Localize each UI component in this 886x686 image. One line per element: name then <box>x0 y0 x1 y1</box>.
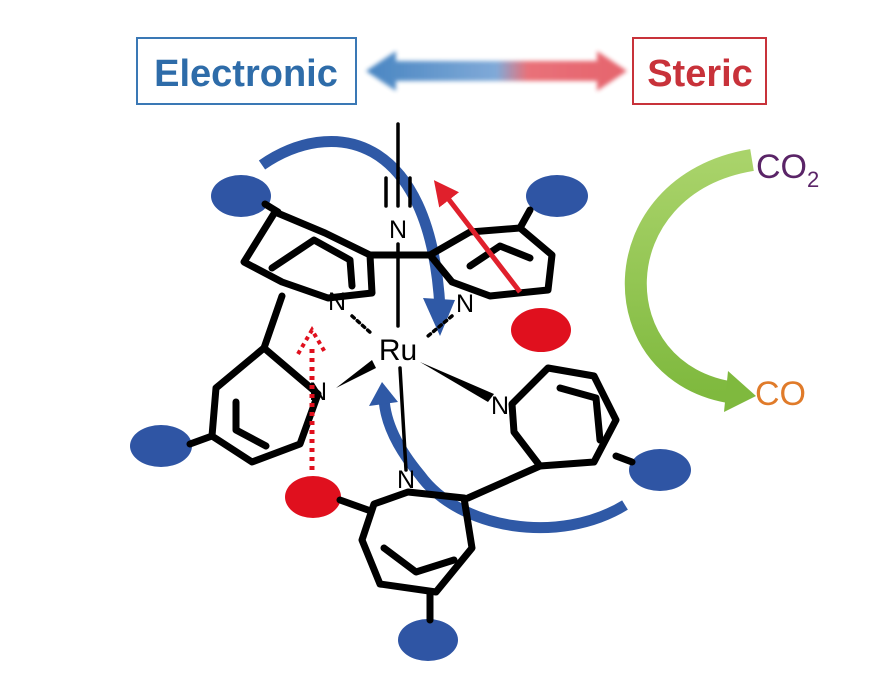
substituent-blue-top-right <box>526 175 588 217</box>
ru-bonds <box>336 314 494 472</box>
co-label: CO <box>755 375 806 413</box>
ru-atom: Ru <box>379 334 417 367</box>
nitrile-ligand: N <box>384 122 412 328</box>
electronic-arrow-top <box>258 136 455 336</box>
co2-text: CO <box>756 148 807 186</box>
substituent-blue-bottom <box>398 619 458 661</box>
substituent-blue-top-left <box>211 175 271 217</box>
steric-arrow-solid <box>433 180 522 294</box>
substituent-red-right <box>511 308 571 352</box>
co2-label: CO2 <box>756 148 819 192</box>
electronic-label: Electronic <box>154 53 338 95</box>
pyridine-bottom: N <box>358 466 476 596</box>
nitrile-n: N <box>389 216 407 244</box>
n-upper-right: N <box>456 290 474 318</box>
substituent-blue-right <box>629 449 691 491</box>
substituent-red-left <box>285 476 341 518</box>
substituent-blue-left <box>130 425 192 467</box>
pyridine-right: N <box>464 364 620 502</box>
steric-label: Steric <box>647 53 753 95</box>
steric-arrow-dotted <box>296 326 328 470</box>
bipyridine-upper-right-ring: N <box>366 224 556 318</box>
n-bottom: N <box>397 466 415 494</box>
n-left: N <box>309 378 327 406</box>
n-right: N <box>491 392 509 420</box>
bipyridine-upper-left-ring: N <box>240 208 376 316</box>
reaction-arrow <box>624 149 756 412</box>
steric-box: Steric <box>632 37 767 105</box>
n-upper-left: N <box>328 288 346 316</box>
electronic-box: Electronic <box>136 37 357 105</box>
co2-subscript: 2 <box>807 167 819 192</box>
electronic-steric-double-arrow <box>366 51 627 91</box>
